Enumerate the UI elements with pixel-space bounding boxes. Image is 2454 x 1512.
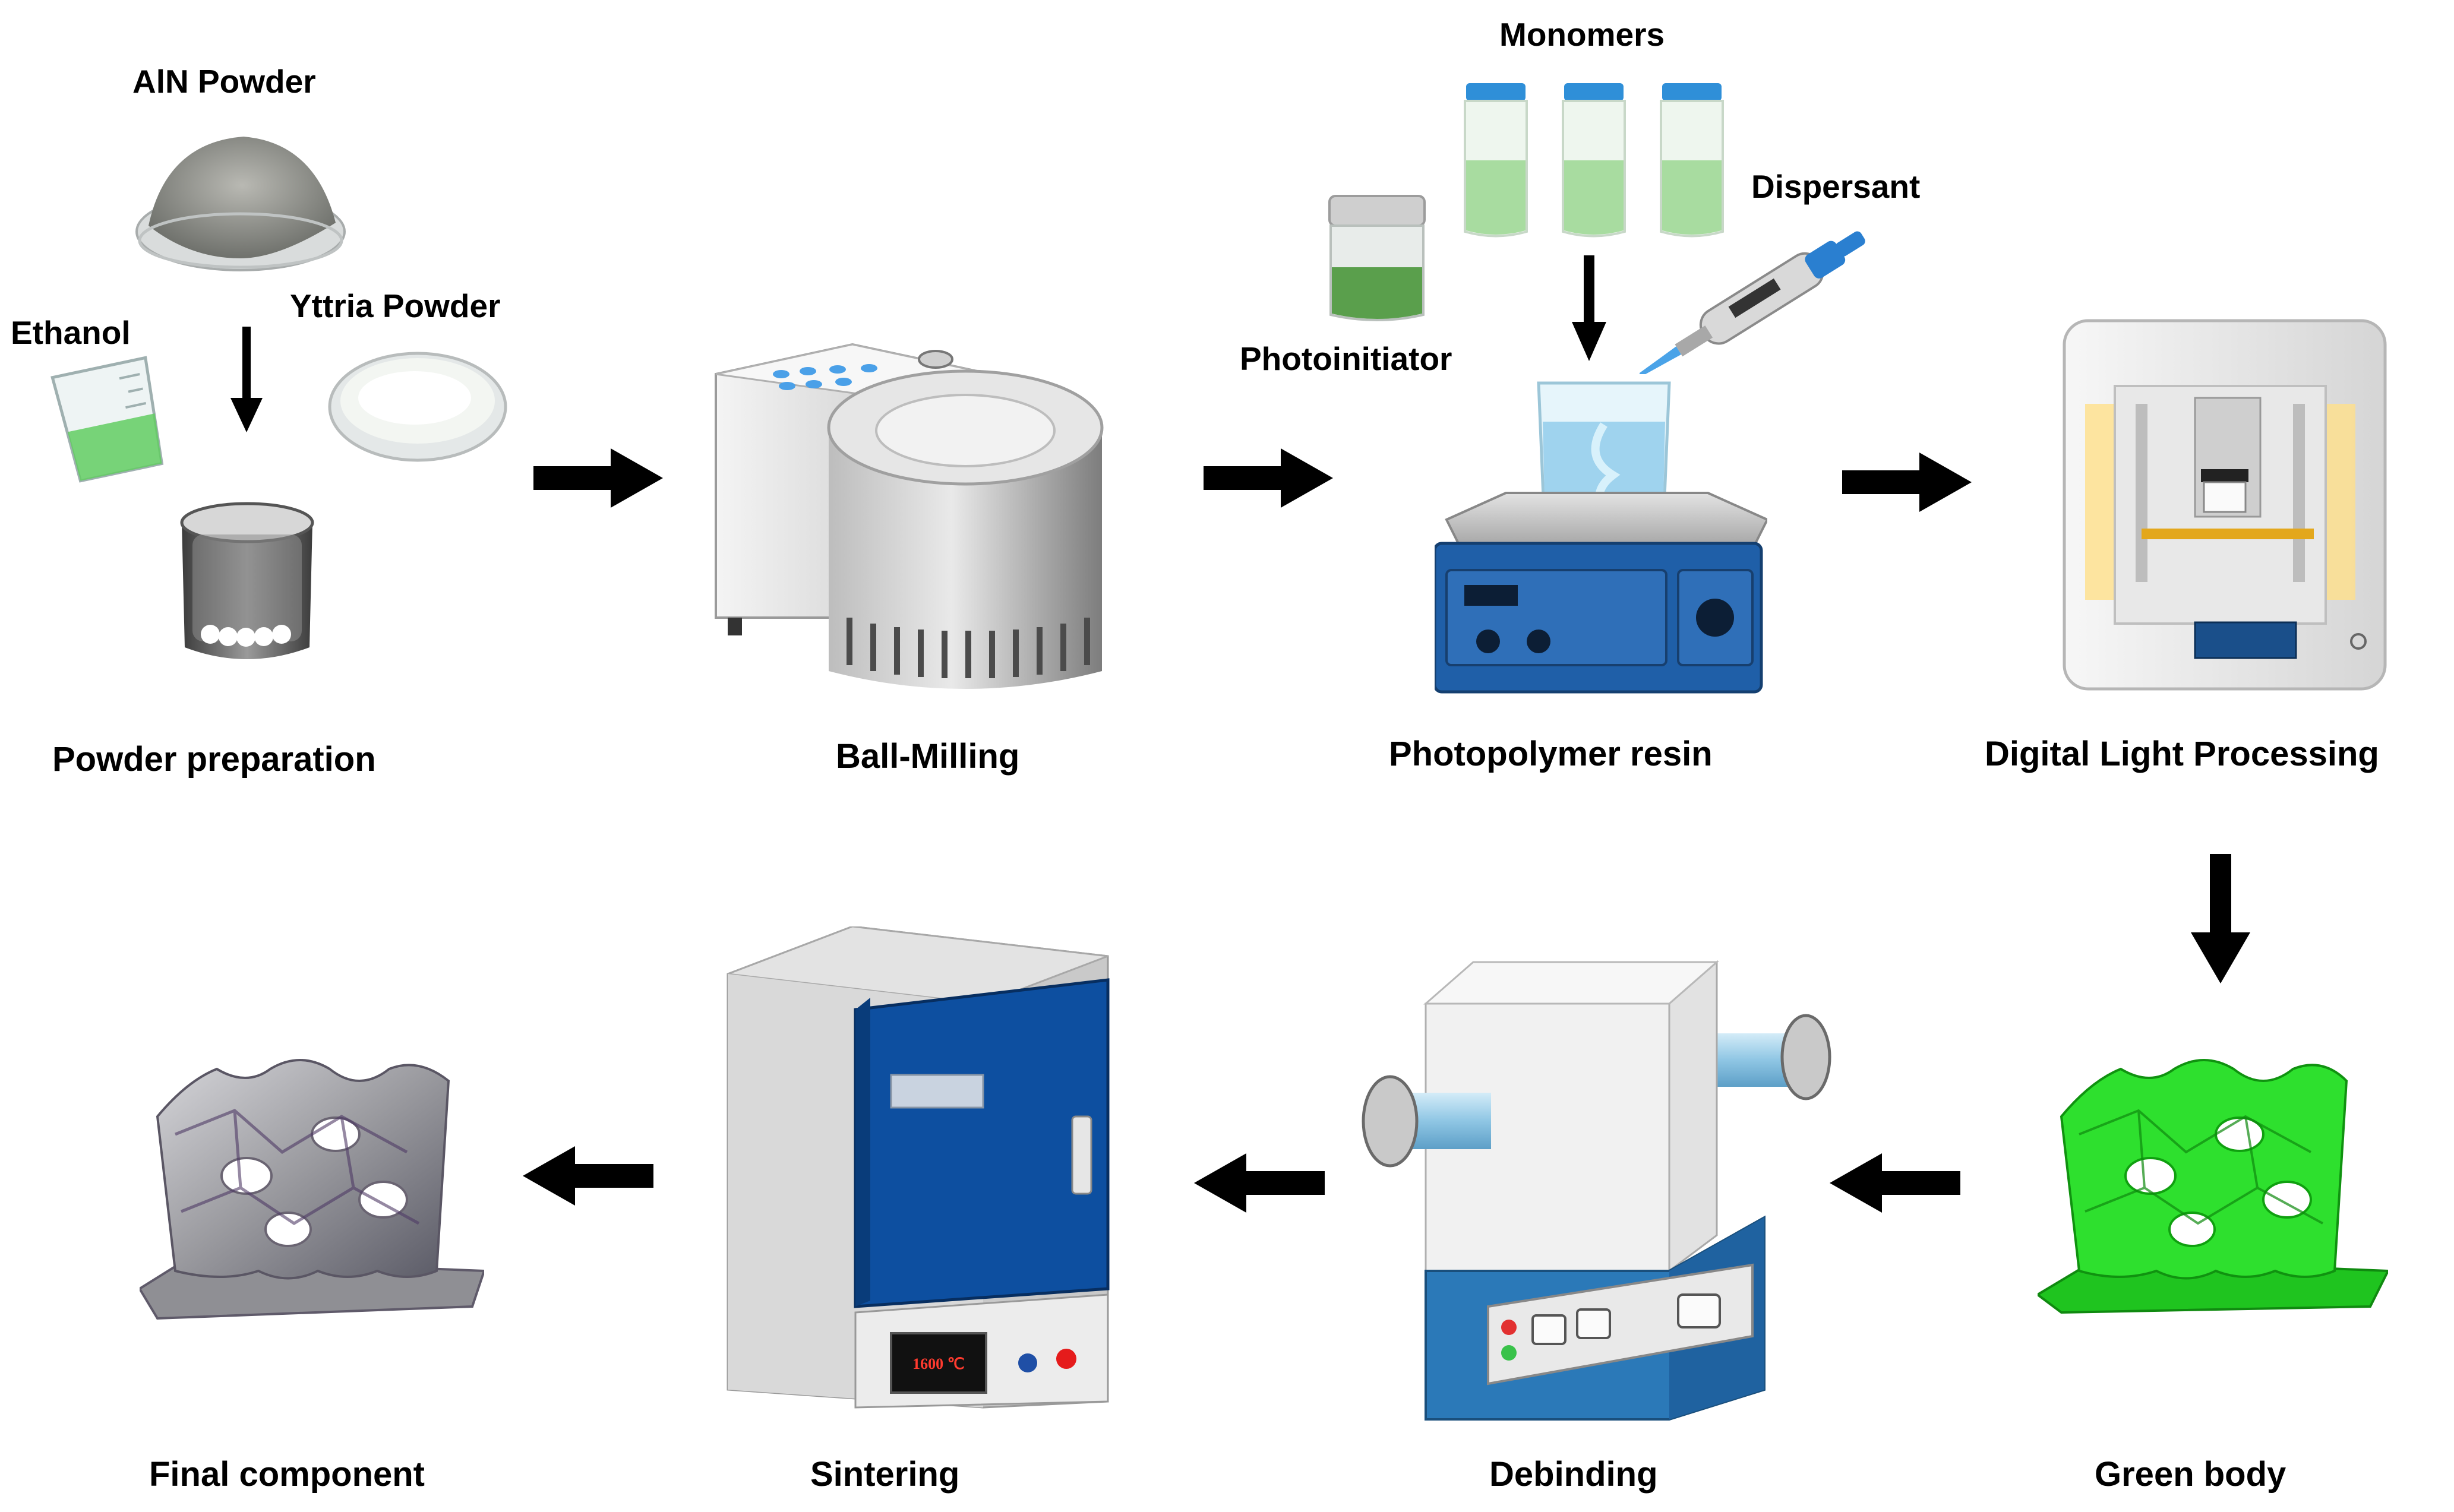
down-arrow-icon: [2191, 854, 2250, 983]
dispersant-label: Dispersant: [1751, 168, 1921, 205]
ball-mill-machine-icon: [715, 343, 1104, 689]
step-label-green-body: Green body: [2095, 1455, 2286, 1494]
sintering-muffle-furnace-icon: 1600 ℃: [727, 926, 1110, 1409]
photoinitiator-jar-icon: [1328, 195, 1426, 321]
magnetic-stirrer-icon: [1435, 381, 1767, 694]
step-label-ball-milling: Ball-Milling: [836, 737, 1020, 776]
monomer-vials-icon: [1464, 83, 1724, 238]
monomers-label: Monomers: [1499, 16, 1665, 53]
step-label-powder-preparation: Powder preparation: [52, 740, 376, 779]
left-arrow-icon: [1194, 1153, 1325, 1213]
ethanol-label: Ethanol: [11, 314, 131, 351]
step-label-sintering: Sintering: [810, 1455, 960, 1494]
right-arrow-icon: [1204, 448, 1333, 508]
ethanol-beaker-icon: [50, 356, 164, 483]
step-label-digital-light-processing: Digital Light Processing: [1985, 735, 2379, 773]
dlp-printer-icon: [2063, 319, 2387, 691]
step-label-photopolymer-resin: Photopolymer resin: [1389, 735, 1713, 773]
milling-jar-icon: [180, 502, 314, 659]
final-component-lattice-icon: [140, 1059, 484, 1320]
right-arrow-icon: [533, 448, 663, 508]
yttria-powder-label: Yttria Powder: [290, 287, 501, 324]
left-arrow-icon: [1830, 1153, 1960, 1213]
debinding-tube-furnace-icon: [1362, 960, 1831, 1421]
furnace-temperature-readout: 1600 ℃: [912, 1355, 965, 1372]
yttria-powder-dish-icon: [328, 352, 507, 462]
right-arrow-icon: [1842, 453, 1972, 512]
aln-powder-label: AlN Powder: [132, 63, 316, 100]
aln-powder-dish-icon: [135, 137, 346, 271]
photoinitiator-label: Photoinitiator: [1240, 340, 1452, 377]
step-label-final-component: Final component: [149, 1455, 425, 1494]
step-label-debinding: Debinding: [1489, 1455, 1658, 1494]
pipette-icon: [1640, 231, 1865, 374]
down-arrow-icon: [230, 327, 263, 432]
down-arrow-icon: [1572, 255, 1606, 361]
green-body-lattice-icon: [2038, 1059, 2388, 1314]
left-arrow-icon: [523, 1146, 653, 1206]
